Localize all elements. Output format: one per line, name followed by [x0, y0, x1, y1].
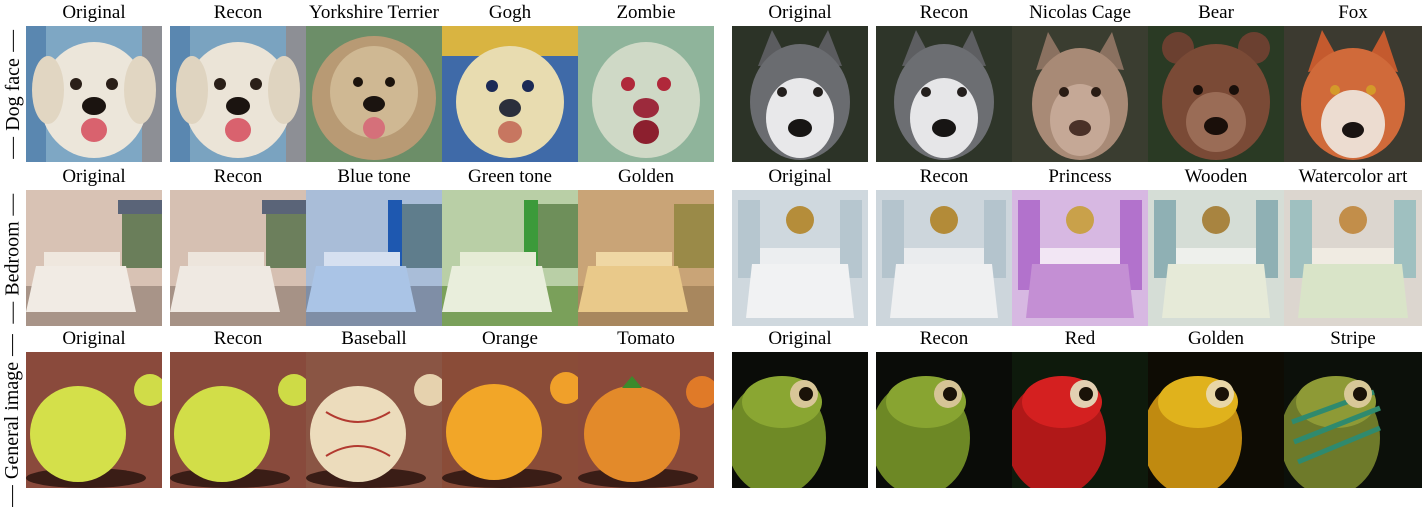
image-frog-golden [1148, 352, 1284, 488]
row-label-bedroom: Bedroom [0, 190, 26, 326]
caption-yorkshire-terrier: Yorkshire Terrier [309, 2, 439, 23]
image-tennis-orange [442, 352, 578, 488]
image-tennis-tomato [578, 352, 714, 488]
image-husky-fox [1284, 26, 1422, 162]
caption-gogh: Gogh [488, 2, 532, 23]
caption-nicolas-cage: Nicolas Cage [1029, 2, 1131, 23]
caption-original: Original [768, 2, 832, 23]
image-tennis-original [26, 352, 162, 488]
caption-zombie: Zombie [616, 2, 676, 23]
image-dog-original [26, 26, 162, 162]
caption-recon: Recon [919, 2, 969, 23]
caption-wooden: Wooden [1184, 166, 1248, 187]
caption-watercolor-art: Watercolor art [1298, 166, 1408, 187]
image-bedroom-green-tone [442, 190, 578, 326]
image-husky-recon [876, 26, 1012, 162]
caption-golden: Golden [618, 166, 674, 187]
caption-original: Original [62, 2, 126, 23]
image-tennis-baseball [306, 352, 442, 488]
image-bedroom-recon [170, 190, 306, 326]
caption-original: Original [62, 328, 126, 349]
caption-golden: Golden [1188, 328, 1244, 349]
image-bedroom2-watercolor-art [1284, 190, 1422, 326]
image-husky-original [732, 26, 868, 162]
caption-recon: Recon [213, 328, 263, 349]
image-frog-original [732, 352, 868, 488]
caption-recon: Recon [213, 2, 263, 23]
caption-blue-tone: Blue tone [337, 166, 411, 187]
caption-bear: Bear [1198, 2, 1234, 23]
caption-original: Original [768, 166, 832, 187]
caption-recon: Recon [919, 166, 969, 187]
caption-recon: Recon [919, 328, 969, 349]
caption-stripe: Stripe [1330, 328, 1376, 349]
image-frog-red [1012, 352, 1148, 488]
caption-original: Original [62, 166, 126, 187]
image-bedroom2-recon [876, 190, 1012, 326]
image-dog-zombie [578, 26, 714, 162]
caption-recon: Recon [213, 166, 263, 187]
image-husky-bear [1148, 26, 1284, 162]
caption-princess: Princess [1048, 166, 1112, 187]
image-bedroom-golden [578, 190, 714, 326]
caption-orange: Orange [482, 328, 538, 349]
caption-baseball: Baseball [341, 328, 407, 349]
image-frog-stripe [1284, 352, 1422, 488]
row-label-dog-face: Dog face [0, 26, 26, 162]
image-bedroom-blue-tone [306, 190, 442, 326]
image-dog-gogh [442, 26, 578, 162]
caption-fox: Fox [1338, 2, 1368, 23]
image-bedroom2-princess [1012, 190, 1148, 326]
caption-green-tone: Green tone [468, 166, 552, 187]
image-bedroom2-wooden [1148, 190, 1284, 326]
caption-red: Red [1064, 328, 1096, 349]
image-dog-recon [170, 26, 306, 162]
row-label-general-image: General image [0, 333, 26, 507]
caption-original: Original [768, 328, 832, 349]
image-husky-nicolas-cage [1012, 26, 1148, 162]
image-bedroom-original [26, 190, 162, 326]
image-frog-recon [876, 352, 1012, 488]
image-dog-yorkshire-terrier [306, 26, 442, 162]
caption-tomato: Tomato [617, 328, 675, 349]
image-tennis-recon [170, 352, 306, 488]
image-bedroom2-original [732, 190, 868, 326]
